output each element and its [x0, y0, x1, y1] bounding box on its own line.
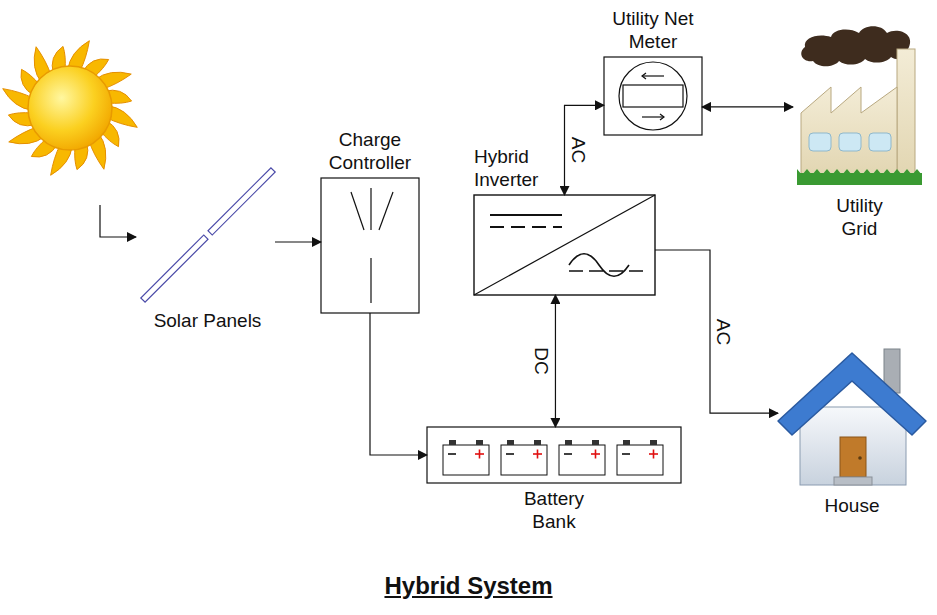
connector-label: AC: [714, 318, 733, 344]
solar-panel: [141, 168, 275, 302]
connector-label: AC: [568, 137, 587, 163]
connector: [565, 105, 605, 195]
component-node: Hybrid Inverter: [474, 195, 655, 295]
battery-cell: [559, 440, 605, 475]
battery-cell: [501, 440, 547, 475]
node-text: Solar Panels: [133, 310, 283, 333]
component-node: Utility Grid: [797, 25, 922, 190]
charge-controller: [321, 178, 419, 313]
diagram-title: Hybrid System: [0, 572, 937, 600]
grass-blades: [797, 169, 922, 177]
node-text: Charge Controller: [316, 129, 424, 175]
inverter-symbol: [474, 195, 655, 295]
node-label: Solar Panels: [133, 310, 283, 333]
factory: [797, 26, 922, 185]
component-node: Utility Net Meter: [604, 57, 702, 135]
component-node: House: [778, 345, 926, 490]
house: [778, 349, 926, 485]
component-node: Battery Bank: [427, 427, 681, 483]
node-label: Hybrid Inverter: [474, 146, 554, 192]
connector-label: DC: [532, 347, 551, 374]
component-node: Solar Panels: [140, 165, 275, 305]
net-meter: [604, 57, 702, 135]
node-label: Utility Grid: [820, 195, 900, 241]
battery-cell: [617, 440, 663, 475]
node-label: Utility Net Meter: [611, 8, 695, 54]
battery-bank: [427, 427, 681, 483]
battery-cell: [443, 440, 489, 475]
connector: [555, 295, 556, 427]
sunlight-arrow: [100, 205, 136, 237]
sun: [28, 66, 112, 150]
sun-rays: [3, 41, 138, 176]
connector: [702, 106, 793, 107]
connector: [370, 313, 427, 455]
node-text: Utility Grid: [820, 195, 900, 241]
node-text: Hybrid Inverter: [474, 146, 554, 192]
node-label: Battery Bank: [514, 488, 594, 534]
grass: [797, 169, 922, 177]
connector: [275, 241, 321, 242]
node-text: Utility Net Meter: [611, 8, 695, 54]
node-text: Battery Bank: [514, 488, 594, 534]
node-label: House: [802, 495, 902, 518]
node-text: House: [802, 495, 902, 518]
node-label: Charge Controller: [316, 129, 424, 175]
component-node: Charge Controller: [321, 178, 419, 313]
connector: [655, 250, 778, 413]
